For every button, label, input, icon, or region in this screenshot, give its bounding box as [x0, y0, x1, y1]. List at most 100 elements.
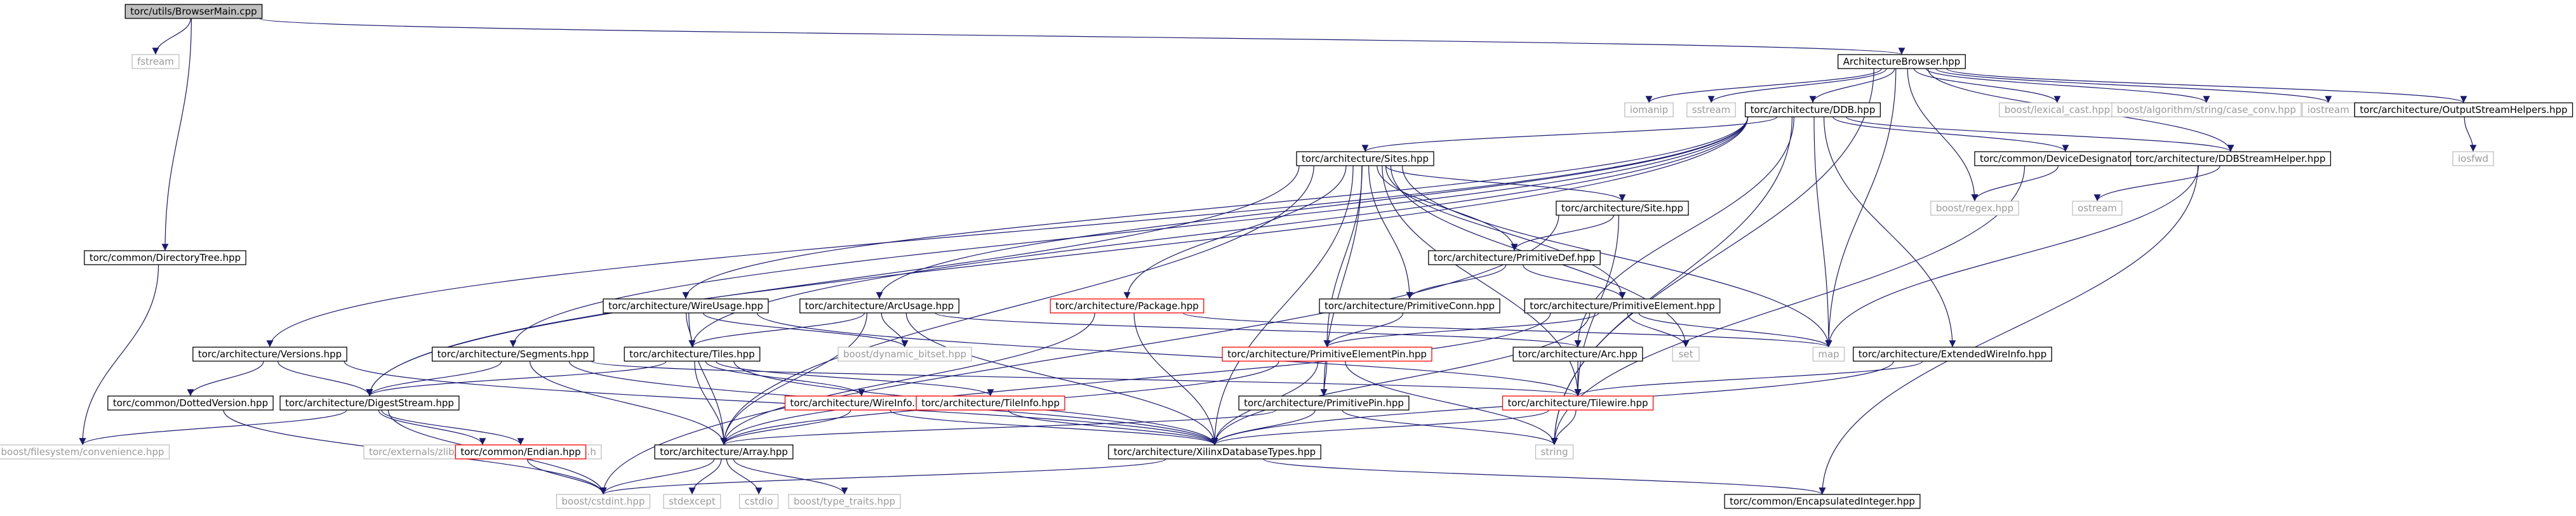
- edge-digest-to-zfstream: [378, 409, 486, 446]
- node-dirtree[interactable]: torc/common/DirectoryTree.hpp: [84, 250, 246, 265]
- node-box: [84, 250, 246, 265]
- edge-line: [1846, 116, 2234, 152]
- edge-line: [1819, 165, 2199, 495]
- node-label: torc/architecture/Sites.hpp: [1302, 153, 1429, 164]
- edge-line: [905, 312, 1218, 446]
- node-sstream: sstream: [1686, 102, 1736, 117]
- edge-line: [1406, 264, 1507, 300]
- node-wireusage[interactable]: torc/architecture/WireUsage.hpp: [603, 298, 769, 314]
- node-regex: boost/regex.hpp: [1930, 201, 2019, 216]
- node-xdt[interactable]: torc/architecture/XilinxDatabaseTypes.hp…: [1108, 444, 1321, 460]
- edge-line: [703, 312, 909, 348]
- node-box: [1238, 395, 1410, 411]
- node-fsconv: boost/filesystem/convenience.hpp: [0, 444, 170, 460]
- node-ddbsh[interactable]: torc/architecture/DDBStreamHelper.hpp: [2130, 151, 2332, 166]
- edge-primelempin-to-string: [1345, 361, 1558, 446]
- node-label: boost/algorithm/string/case_conv.hpp: [2117, 104, 2296, 116]
- edge-versions-to-dotver: [187, 361, 264, 397]
- edge-primelem-to-map: [1638, 312, 1832, 348]
- node-label: map: [1818, 348, 1839, 360]
- node-root[interactable]: torc/utils/BrowserMain.cpp: [124, 4, 263, 19]
- node-label: torc/architecture/Tilewire.hpp: [1507, 397, 1648, 409]
- node-versions[interactable]: torc/architecture/Versions.hpp: [192, 347, 347, 362]
- edge-line: [1825, 68, 1897, 348]
- node-arc[interactable]: torc/architecture/Arc.hpp: [1512, 347, 1643, 362]
- edge-segments-to-tilewire: [591, 361, 1581, 397]
- node-box: [1428, 250, 1601, 265]
- node-label: torc/architecture/ExtendedWireInfo.hpp: [1859, 348, 2046, 360]
- node-box: [663, 494, 721, 509]
- edge-line: [726, 458, 763, 495]
- node-label: boost/filesystem/convenience.hpp: [1, 446, 164, 458]
- node-box: [1502, 395, 1654, 411]
- node-box: [603, 298, 769, 314]
- node-osh[interactable]: torc/architecture/OutputStreamHelpers.hp…: [2354, 102, 2573, 117]
- node-box: [624, 347, 761, 362]
- edge-ddb-to-extwire: [1824, 116, 1956, 348]
- node-digest[interactable]: torc/architecture/DigestStream.hpp: [279, 395, 460, 411]
- node-archbrowser[interactable]: ArchitectureBrowser.hpp: [1838, 54, 1966, 69]
- edge-array-to-cstdint: [599, 458, 715, 495]
- node-box: [1512, 347, 1643, 362]
- edge-archbrowser-to-iomanip: [1645, 68, 1882, 103]
- node-devdes[interactable]: torc/common/DeviceDesignator.hpp: [1974, 151, 2157, 166]
- node-box: [2130, 151, 2332, 166]
- node-box: [192, 347, 347, 362]
- node-array[interactable]: torc/architecture/Array.hpp: [654, 444, 794, 460]
- node-package[interactable]: torc/architecture/Package.hpp: [1050, 298, 1205, 314]
- node-box: [738, 494, 779, 509]
- node-iostream: iostream: [2302, 102, 2355, 117]
- node-box: [1686, 102, 1736, 117]
- node-primelem[interactable]: torc/architecture/PrimitiveElement.hpp: [1524, 298, 1721, 314]
- node-box: [1108, 444, 1321, 460]
- node-label: torc/architecture/Site.hpp: [1561, 202, 1683, 214]
- edge-line: [1638, 312, 1832, 348]
- edge-archbrowser-to-map: [1825, 68, 1897, 348]
- edge-archbrowser-to-iostream: [1935, 68, 2332, 103]
- node-tilewire[interactable]: torc/architecture/Tilewire.hpp: [1502, 395, 1654, 411]
- node-wireinfo[interactable]: torc/architecture/WireInfo.hpp: [784, 395, 939, 411]
- node-map: map: [1812, 347, 1845, 362]
- edge-line: [1345, 361, 1558, 446]
- node-segments[interactable]: torc/architecture/Segments.hpp: [432, 347, 594, 362]
- node-ddb[interactable]: torc/architecture/DDB.hpp: [1744, 102, 1881, 117]
- node-primpin[interactable]: torc/architecture/PrimitivePin.hpp: [1238, 395, 1410, 411]
- node-box: [131, 54, 180, 69]
- node-extwire[interactable]: torc/architecture/ExtendedWireInfo.hpp: [1853, 347, 2052, 362]
- edge-line: [935, 312, 1581, 348]
- edge-ddb-to-segments: [509, 116, 1749, 348]
- node-sites[interactable]: torc/architecture/Sites.hpp: [1296, 151, 1434, 166]
- node-primdef[interactable]: torc/architecture/PrimitiveDef.hpp: [1428, 250, 1601, 265]
- node-arcusage[interactable]: torc/architecture/ArcUsage.hpp: [799, 298, 959, 314]
- edge-line: [1707, 68, 1887, 103]
- edge-line: [1320, 361, 1328, 397]
- edge-package-to-map: [1182, 312, 1832, 348]
- edge-line: [1551, 116, 1793, 446]
- node-box: [1930, 201, 2019, 216]
- node-label: torc/architecture/PrimitiveDef.hpp: [1434, 252, 1595, 263]
- node-primconn[interactable]: torc/architecture/PrimitiveConn.hpp: [1319, 298, 1500, 314]
- edge-line: [1133, 312, 1218, 446]
- node-label: string: [1540, 446, 1568, 458]
- edge-line: [1551, 409, 1577, 446]
- node-tiles[interactable]: torc/architecture/Tiles.hpp: [624, 347, 761, 362]
- node-dotver[interactable]: torc/common/DottedVersion.hpp: [107, 395, 274, 411]
- node-endian[interactable]: torc/common/Endian.hpp: [455, 444, 587, 460]
- node-tileinfo[interactable]: torc/architecture/TileInfo.hpp: [916, 395, 1065, 411]
- edge-line: [1262, 458, 1826, 495]
- edge-line: [1824, 116, 1956, 348]
- node-primelempin[interactable]: torc/architecture/PrimitiveElementPin.hp…: [1222, 347, 1432, 362]
- edge-line: [1211, 312, 1591, 446]
- node-label: torc/architecture/Versions.hpp: [198, 348, 342, 360]
- node-encint[interactable]: torc/common/EncapsulatedInteger.hpp: [1724, 494, 1921, 509]
- node-label: torc/architecture/PrimitiveConn.hpp: [1325, 300, 1495, 312]
- edge-site-to-cstdint: [599, 215, 1559, 495]
- node-box: [124, 4, 263, 19]
- node-site[interactable]: torc/architecture/Site.hpp: [1556, 201, 1689, 216]
- node-box: [654, 444, 794, 460]
- edge-sites-to-digest: [366, 165, 1300, 397]
- node-box: [432, 347, 594, 362]
- edge-line: [2464, 116, 2477, 152]
- edge-line: [187, 361, 264, 397]
